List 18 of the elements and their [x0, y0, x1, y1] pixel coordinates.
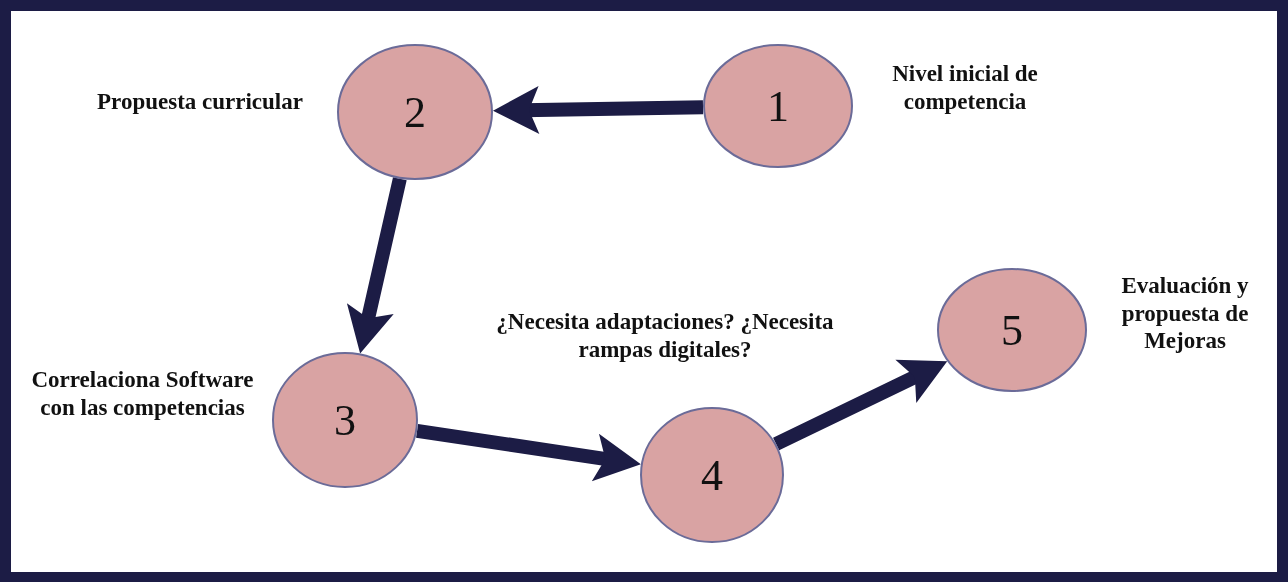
arrow: [492, 85, 704, 134]
step-caption: Propuesta curricular: [96, 88, 304, 116]
arrow: [346, 177, 407, 355]
arrow: [416, 423, 642, 482]
step-number: 2: [404, 86, 426, 138]
step-circle: [272, 352, 418, 488]
step-circle: [640, 407, 784, 543]
step-number: 5: [1001, 304, 1023, 356]
step-caption: Nivel inicial de competencia: [891, 60, 1039, 116]
question-note: ¿Necesita adaptaciones? ¿Necesita rampas digitales?: [495, 308, 835, 364]
step-number: 1: [767, 80, 789, 132]
step-caption: Evaluación y propuesta de Mejoras: [1120, 272, 1250, 355]
step-number: 3: [334, 394, 356, 446]
step-caption: Correlaciona Software con las competencias: [30, 366, 255, 422]
step-number: 4: [701, 449, 723, 501]
step-circle: [337, 44, 493, 180]
step-circle: [703, 44, 853, 168]
step-circle: [937, 268, 1087, 392]
